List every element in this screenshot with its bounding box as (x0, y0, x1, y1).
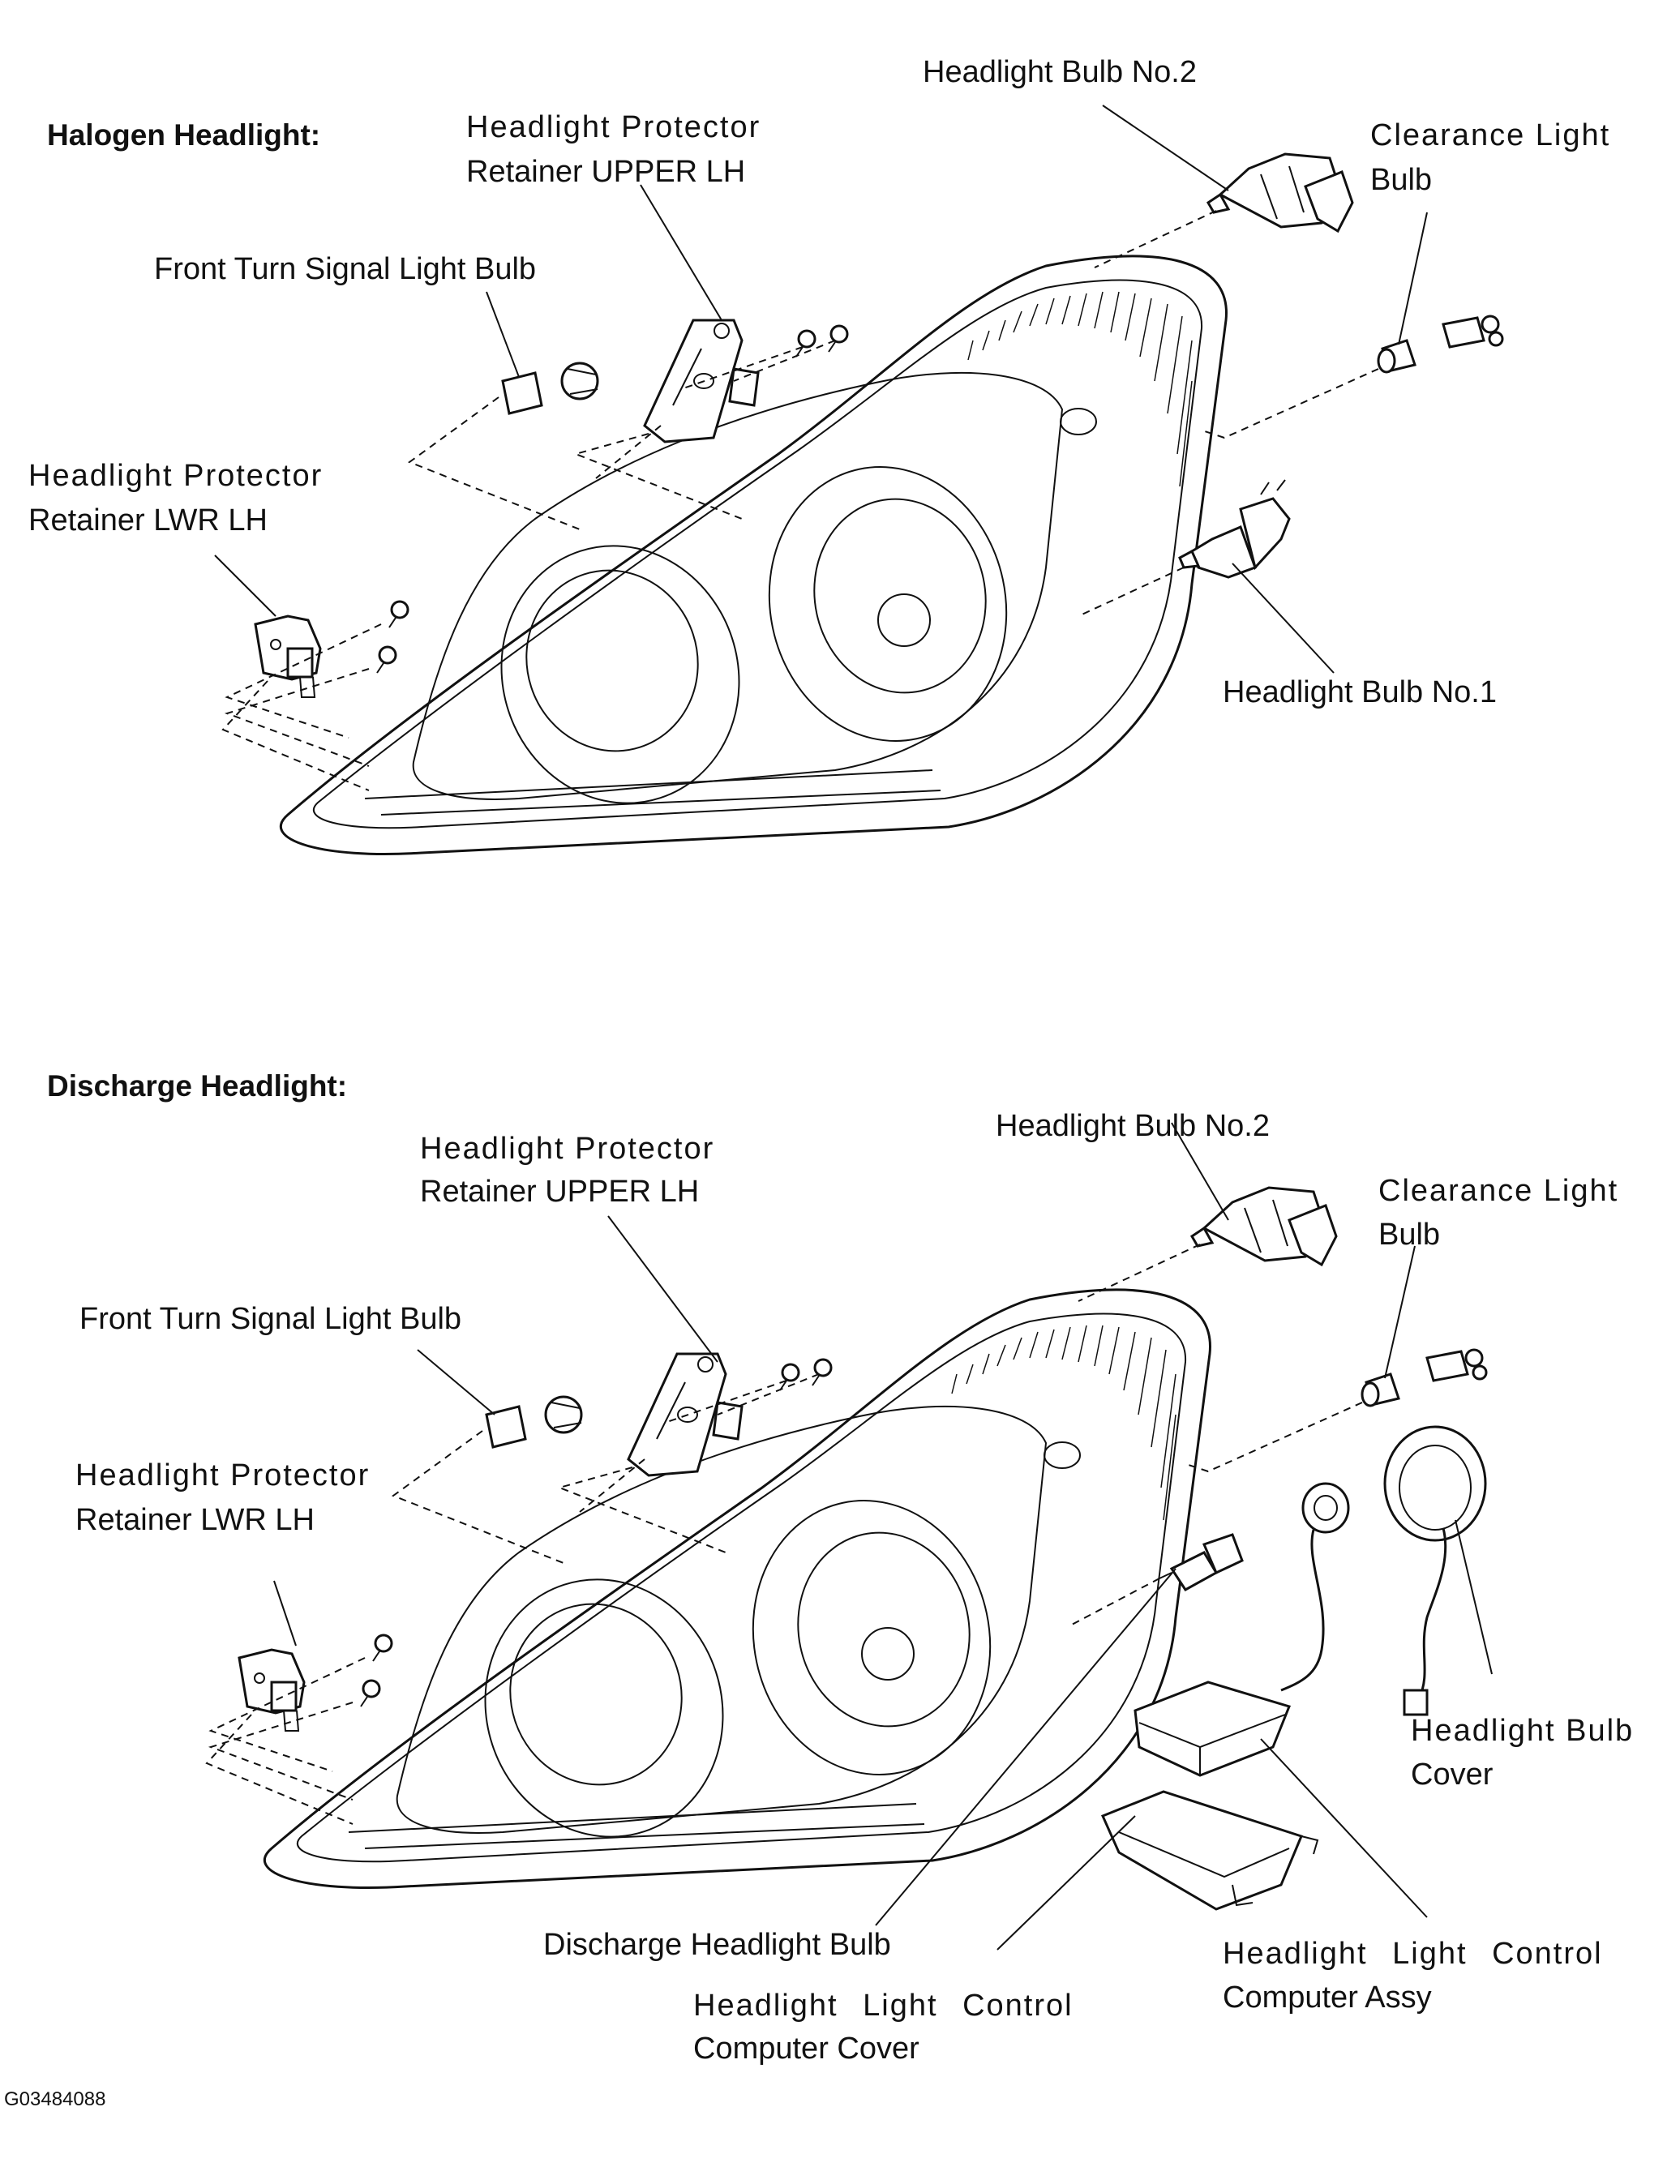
computer-assy-label-1: Headlight Light Control (1223, 1937, 1603, 1971)
discharge-clearance-label-2: Bulb (1378, 1218, 1441, 1252)
discharge-bulb-cover-label-2: Cover (1411, 1758, 1494, 1792)
headlight-bulb-cover-part (1383, 1425, 1487, 1716)
discharge-protector-upper-label-2: Retainer UPPER LH (420, 1175, 700, 1209)
discharge-bulb-cover-label-1: Headlight Bulb (1411, 1714, 1635, 1748)
discharge-turn-signal-label: Front Turn Signal Light Bulb (79, 1302, 462, 1336)
discharge-headlight-bulb (1159, 1533, 1244, 1591)
halogen-protector-lwr-label-2: Retainer LWR LH (28, 503, 268, 537)
discharge-protector-upper-label-1: Headlight Protector (420, 1132, 715, 1166)
halogen-clearance-label-1: Clearance Light (1370, 118, 1611, 152)
discharge-clearance-label-1: Clearance Light (1378, 1174, 1619, 1208)
halogen-turn-signal-label: Front Turn Signal Light Bulb (154, 252, 537, 286)
discharge-header: Discharge Headlight: (47, 1069, 348, 1103)
computer-assy-label-2: Computer Assy (1223, 1981, 1432, 2015)
discharge-bulb-no2-label: Headlight Bulb No.2 (996, 1109, 1270, 1143)
computer-cover-label-1: Headlight Light Control (693, 1989, 1074, 2023)
computer-assy-part (1134, 1681, 1292, 1777)
halogen-protector-lwr-label-1: Headlight Protector (28, 459, 324, 493)
discharge-headlight-assembly (205, 1122, 1493, 1951)
discharge-protector-lwr-label-2: Retainer LWR LH (75, 1503, 315, 1537)
headlight-bulb-no1 (1178, 479, 1291, 579)
discharge-bulb-label: Discharge Headlight Bulb (543, 1928, 891, 1962)
halogen-protector-upper-label-1: Headlight Protector (466, 110, 761, 144)
halogen-clearance-label-2: Bulb (1370, 163, 1433, 197)
computer-cover-label-2: Computer Cover (693, 2032, 919, 2066)
figure-id: G03484088 (4, 2088, 106, 2110)
halogen-bulb-no2-label: Headlight Bulb No.2 (923, 55, 1197, 89)
bulb-socket-cable (1280, 1482, 1350, 1692)
halogen-header: Halogen Headlight: (47, 118, 321, 152)
halogen-protector-upper-label-2: Retainer UPPER LH (466, 155, 746, 189)
discharge-protector-lwr-label-1: Headlight Protector (75, 1458, 371, 1492)
computer-cover-part (1100, 1790, 1319, 1911)
halogen-bulb-no1-label: Headlight Bulb No.1 (1223, 675, 1497, 709)
halogen-headlight-assembly (214, 105, 1504, 856)
